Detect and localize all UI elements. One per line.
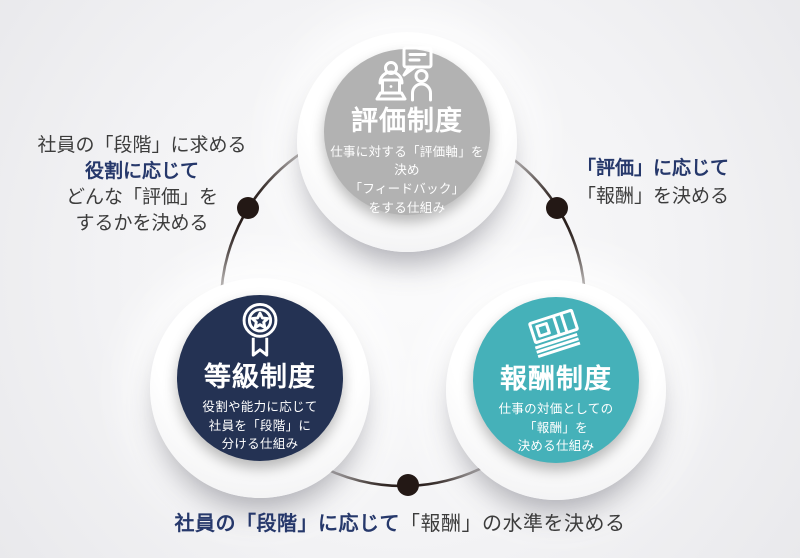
money-stack-icon xyxy=(527,304,585,360)
bubble-evaluation-desc: 仕事に対する「評価軸」を決め 「フィードバック」 をする仕組み xyxy=(330,144,484,215)
annotation-left-line: どんな「評価」を xyxy=(65,187,218,208)
annotation-left-line: するかを決める xyxy=(75,213,209,234)
bubble-grade-inner: 等級制度 役割や能力に応じて 社員を「段階」に 分ける仕組み xyxy=(177,295,343,461)
annotation-right-line: 「報酬」を決める xyxy=(577,186,730,207)
annotation-left-line-emphasis: 役割に応じて xyxy=(84,161,199,182)
annotation-bottom: 社員の「段階」に応じて「報酬」の水準を決める xyxy=(0,510,800,538)
feedback-conversation-icon xyxy=(375,46,439,102)
bubble-reward-inner: 報酬制度 仕事の対価としての 「報酬」を 決める仕組み xyxy=(473,297,639,463)
annotation-bottom-emphasis: 社員の「段階」に応じて xyxy=(174,513,400,535)
bubble-evaluation-title: 評価制度 xyxy=(351,106,463,137)
annotation-right: 「評価」に応じて 「報酬」を決める xyxy=(577,155,729,211)
annotation-left: 社員の「段階」に求める 役割に応じて どんな「評価」を するかを決める xyxy=(8,133,276,237)
bubble-reward-title: 報酬制度 xyxy=(500,363,612,394)
annotation-right-line-emphasis: 「評価」に応じて xyxy=(577,158,730,179)
annotation-left-line: 社員の「段階」に求める xyxy=(37,135,247,156)
bubble-grade-desc: 役割や能力に応じて 社員を「段階」に 分ける仕組み xyxy=(202,399,318,452)
bubble-reward-desc: 仕事の対価としての 「報酬」を 決める仕組み xyxy=(498,401,614,454)
bubble-grade-title: 等級制度 xyxy=(204,361,316,392)
bubble-evaluation: 評価制度 仕事に対する「評価軸」を決め 「フィードバック」 をする仕組み xyxy=(297,32,517,252)
annotation-bottom-rest: 「報酬」の水準を決める xyxy=(400,513,626,535)
bubble-grade: 等級制度 役割や能力に応じて 社員を「段階」に 分ける仕組み xyxy=(150,278,370,498)
medal-badge-icon xyxy=(238,302,282,358)
bubble-evaluation-inner: 評価制度 仕事に対する「評価軸」を決め 「フィードバック」 をする仕組み xyxy=(324,46,490,215)
bubble-reward: 報酬制度 仕事の対価としての 「報酬」を 決める仕組み xyxy=(446,280,666,500)
